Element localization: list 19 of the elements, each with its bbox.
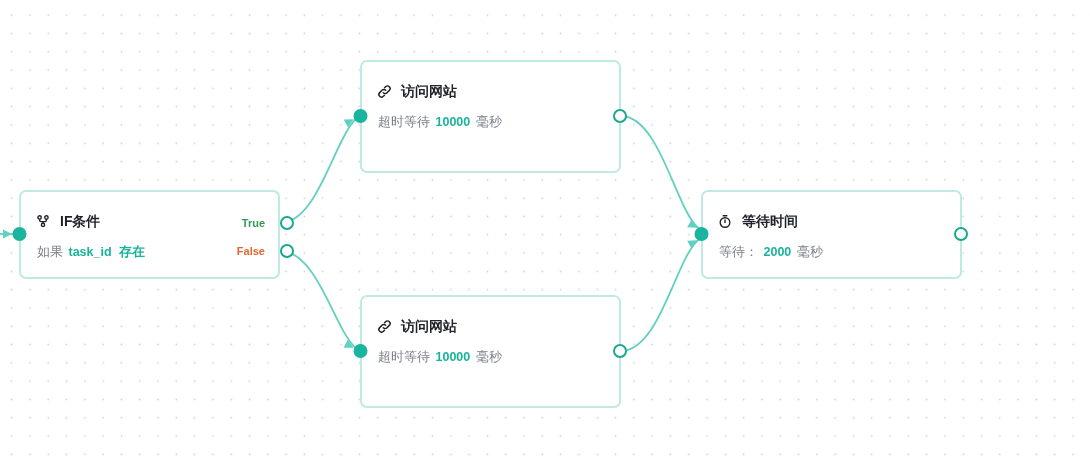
action-card xyxy=(360,295,621,408)
connector-arrow xyxy=(613,234,709,359)
node-title: 访问网站 xyxy=(401,317,457,336)
branch-label: False xyxy=(236,244,265,259)
node-description: 等待： 2000 毫秒 xyxy=(719,244,823,261)
node-description: 超时等待 10000 毫秒 xyxy=(378,349,502,366)
action-card xyxy=(360,60,621,173)
node-description: 如果 task_id 存在 xyxy=(37,244,147,261)
node-title: 访问网站 xyxy=(401,82,457,101)
connector-arrow xyxy=(0,227,27,241)
node-description: 超时等待 10000 毫秒 xyxy=(378,114,502,131)
action-card xyxy=(701,190,962,279)
node-title: 等待时间 xyxy=(742,212,798,231)
connector-arrow xyxy=(279,244,368,358)
connector-arrow xyxy=(279,109,368,230)
connector-arrow xyxy=(613,108,709,234)
branch-label: True xyxy=(241,216,265,231)
condition-card xyxy=(19,190,280,279)
node-title: IF条件 xyxy=(60,212,101,231)
